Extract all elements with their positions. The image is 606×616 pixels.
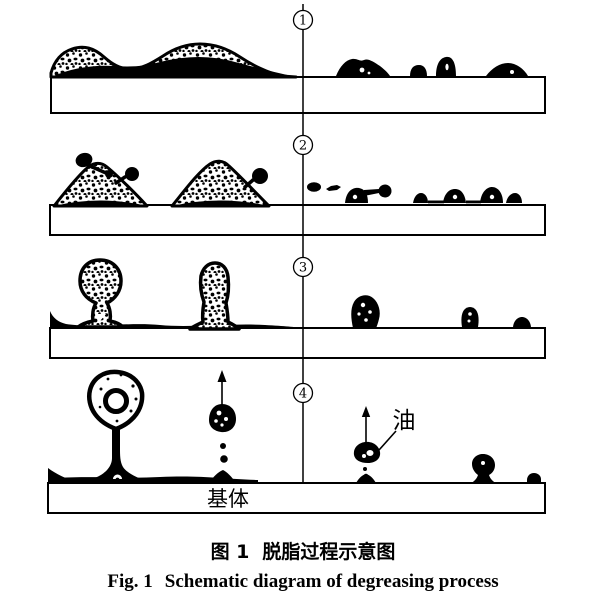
- stage-number-circle: [292, 382, 314, 404]
- caption-en-title: Schematic diagram of degreasing process: [164, 571, 499, 592]
- substrate-bar: [47, 482, 546, 514]
- substrate-label: 基体: [207, 487, 249, 511]
- necking-droplet-right: [471, 454, 541, 483]
- oil-balloon: [85, 369, 147, 483]
- oil-droplets: [336, 56, 528, 76]
- rising-bubble-oil: 油: [353, 406, 416, 483]
- caption-zh-figno: 图 1: [210, 541, 250, 563]
- substrate-bar: [50, 76, 546, 114]
- left-wedge: [48, 468, 78, 483]
- substrate-bar: [49, 204, 546, 236]
- rising-bubble-left: [209, 370, 236, 483]
- thin-oil-film: [50, 311, 302, 328]
- substrate-bar: [49, 327, 546, 359]
- oil-column-right: [188, 261, 241, 331]
- stage-number: 3: [299, 261, 307, 276]
- stage-number: 1: [299, 14, 307, 29]
- up-arrow-icon: [217, 370, 227, 382]
- oil-leader-line: [378, 430, 397, 451]
- stage-number-circle: [292, 134, 314, 156]
- stage-2-marker: 2: [292, 134, 314, 156]
- stage-number: 2: [299, 139, 307, 154]
- caption-zh-title: 脱脂过程示意图: [262, 541, 396, 563]
- oil-column-left: [76, 258, 125, 329]
- oil-label: 油: [393, 408, 416, 434]
- caption-en-figno: Fig. 1: [107, 571, 153, 592]
- oil-droplets: [351, 295, 531, 328]
- stage-4: 基体: [47, 369, 546, 514]
- oil-mound-right: [170, 159, 271, 208]
- detaching-droplets: [307, 182, 522, 204]
- stage-number-circle: [292, 256, 314, 278]
- stage-4-marker: 4: [292, 382, 314, 404]
- stage-1: [49, 42, 546, 114]
- up-arrow-icon: [361, 406, 371, 417]
- caption-zh: 图 1 脱脂过程示意图: [0, 537, 606, 564]
- oil-mound-left: [52, 152, 149, 208]
- stage-2: [49, 152, 546, 236]
- stage-1-marker: 1: [292, 9, 314, 31]
- stage-3-marker: 3: [292, 256, 314, 278]
- stage-number-circle: [292, 9, 314, 31]
- degreasing-diagram: 基体: [47, 4, 546, 514]
- oil-layer-base: [51, 57, 296, 77]
- stage-number: 4: [299, 387, 307, 402]
- stage-3: [49, 258, 546, 359]
- caption-en: Fig. 1 Schematic diagram of degreasing p…: [0, 571, 606, 593]
